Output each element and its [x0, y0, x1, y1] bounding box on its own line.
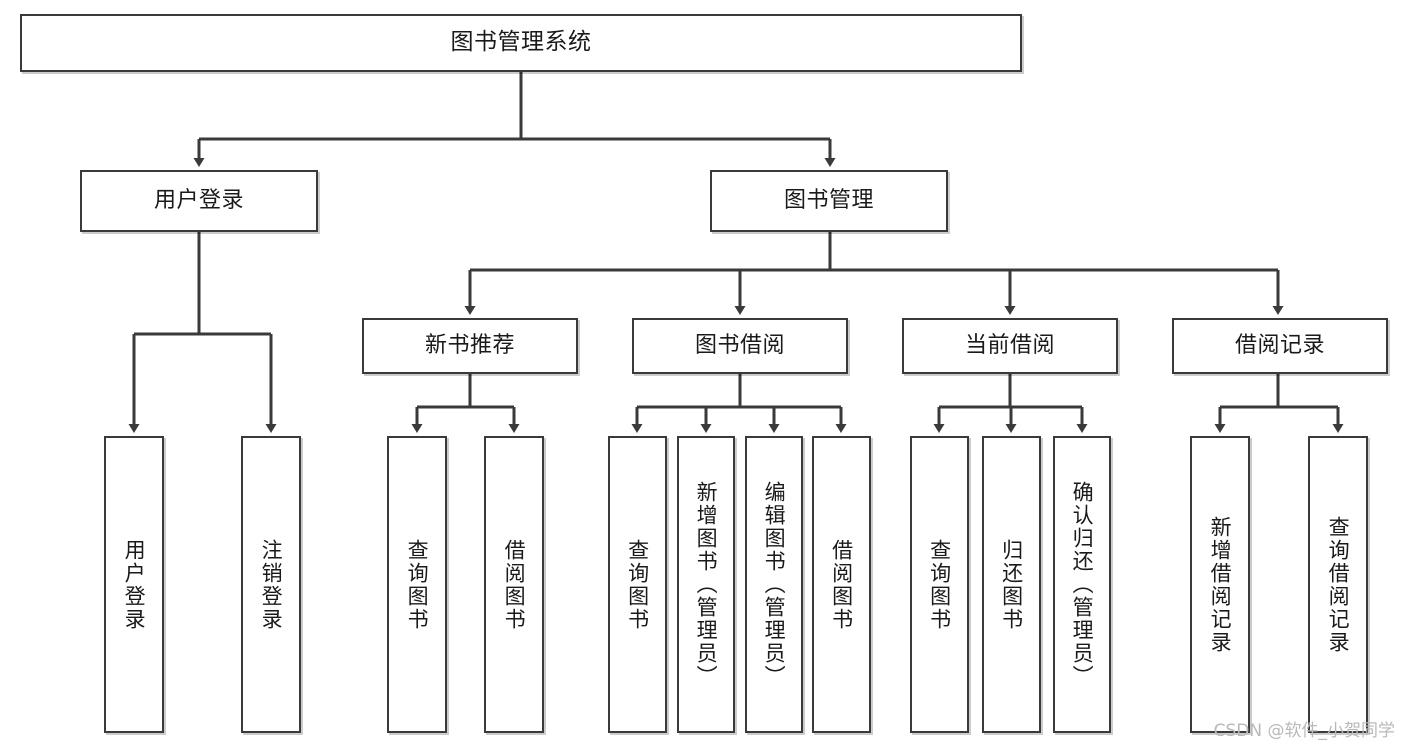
node-root-label: 图书管理系统: [450, 29, 592, 56]
node-leaf-confirm-return-admin[interactable]: 确认归还（管理员）: [1053, 436, 1111, 733]
node-leaf-user-login[interactable]: 用户登录: [104, 436, 164, 733]
node-root-book-management-system[interactable]: 图书管理系统: [20, 14, 1022, 72]
node-leaf-query-borrow-record-label: 查询借阅记录: [1326, 515, 1351, 654]
node-leaf-borrow-book-recommend-label: 借阅图书: [502, 538, 527, 631]
node-user-login[interactable]: 用户登录: [80, 170, 318, 232]
node-leaf-query-book-recommend-label: 查询图书: [405, 538, 430, 631]
node-leaf-logout-label: 注销登录: [259, 538, 284, 631]
node-leaf-borrow-book-recommend[interactable]: 借阅图书: [484, 436, 544, 733]
node-leaf-edit-book-admin-label: 编辑图书（管理员）: [762, 481, 787, 688]
node-user-login-label: 用户登录: [153, 187, 244, 213]
node-leaf-add-borrow-record[interactable]: 新增借阅记录: [1190, 436, 1250, 733]
edges-book-borrow-to-leaves: [631, 374, 847, 433]
node-leaf-edit-book-admin[interactable]: 编辑图书（管理员）: [745, 436, 803, 733]
node-new-book-recommend[interactable]: 新书推荐: [362, 318, 578, 374]
node-current-borrow[interactable]: 当前借阅: [902, 318, 1118, 374]
node-leaf-query-book-current[interactable]: 查询图书: [910, 436, 969, 733]
edges-root-to-level2: [193, 72, 836, 167]
node-leaf-borrow-book[interactable]: 借阅图书: [812, 436, 871, 733]
edges-new-book-to-leaves: [411, 374, 520, 433]
node-leaf-return-book[interactable]: 归还图书: [982, 436, 1041, 733]
edges-borrow-record-to-leaves: [1214, 374, 1344, 433]
node-book-borrow-label: 图书借阅: [694, 332, 785, 358]
node-leaf-add-borrow-record-label: 新增借阅记录: [1208, 515, 1233, 654]
node-leaf-query-book-recommend[interactable]: 查询图书: [387, 436, 447, 733]
node-leaf-add-book-admin[interactable]: 新增图书（管理员）: [677, 436, 735, 733]
node-leaf-borrow-book-label: 借阅图书: [829, 538, 854, 631]
node-book-management[interactable]: 图书管理: [710, 170, 948, 232]
edges-book-mgmt-to-level3: [464, 232, 1284, 315]
edges-current-borrow-to-leaves: [933, 374, 1088, 433]
node-leaf-confirm-return-admin-label: 确认归还（管理员）: [1070, 481, 1095, 688]
node-leaf-add-book-admin-label: 新增图书（管理员）: [694, 481, 719, 688]
node-leaf-query-book-borrow-label: 查询图书: [625, 538, 650, 631]
node-leaf-user-login-label: 用户登录: [122, 538, 147, 631]
node-new-book-recommend-label: 新书推荐: [424, 332, 515, 358]
node-leaf-query-book-current-label: 查询图书: [927, 538, 952, 631]
node-borrow-record[interactable]: 借阅记录: [1172, 318, 1388, 374]
node-book-borrow[interactable]: 图书借阅: [632, 318, 848, 374]
node-leaf-logout[interactable]: 注销登录: [241, 436, 301, 733]
node-leaf-query-book-borrow[interactable]: 查询图书: [608, 436, 667, 733]
node-current-borrow-label: 当前借阅: [964, 332, 1055, 358]
node-book-management-label: 图书管理: [783, 187, 874, 213]
edges-user-login-to-leaves: [128, 232, 277, 433]
node-leaf-query-borrow-record[interactable]: 查询借阅记录: [1308, 436, 1368, 733]
node-leaf-return-book-label: 归还图书: [999, 538, 1024, 631]
node-borrow-record-label: 借阅记录: [1234, 332, 1325, 358]
